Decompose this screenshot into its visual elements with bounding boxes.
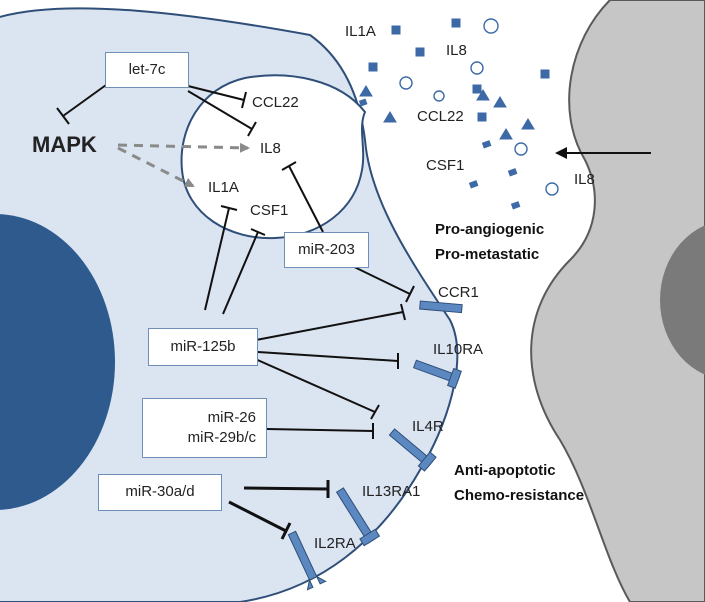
secreted-ccl22-label: CCL22 xyxy=(417,108,464,125)
mirna-box-mir-30ad: miR-30a/d xyxy=(98,474,222,511)
secreted-il8-label-top: IL8 xyxy=(446,42,467,59)
secreted-csf1-label: CSF1 xyxy=(426,157,465,174)
receptors xyxy=(287,300,463,591)
mirna-box-mir-203: miR-203 xyxy=(284,232,369,268)
receptor-il2ra xyxy=(287,530,327,591)
mirna-mir-203-label: miR-203 xyxy=(298,240,355,258)
secreted-il8-circles xyxy=(399,18,559,196)
secreted-il8-label-right: IL8 xyxy=(574,171,595,188)
receptor-il10ra-label: IL10RA xyxy=(433,341,484,358)
neighbor-nucleus xyxy=(660,225,705,375)
receptor-il2ra-label: IL2RA xyxy=(314,535,356,552)
vesicle-ccl22-label: CCL22 xyxy=(252,94,299,111)
phenotype-chemo-resistance: Chemo-resistance xyxy=(454,487,585,504)
phenotype-anti-apoptotic: Anti-apoptotic xyxy=(454,462,556,479)
mirna-mir-29bc-label: miR-29b/c xyxy=(187,429,256,446)
mapk-label: MAPK xyxy=(32,132,97,157)
mirna-mir-26-label: miR-26 xyxy=(207,408,256,426)
mirna-mir-125b-label: miR-125b xyxy=(170,337,236,355)
receptor-il10ra xyxy=(412,359,462,389)
mapk-activation-arrows xyxy=(117,142,250,188)
receptor-il13ra1 xyxy=(335,487,381,547)
mirna-box-mir-125b: miR-125b xyxy=(148,328,258,366)
receptor-ccr1-label: CCR1 xyxy=(438,284,479,301)
cell-nucleus xyxy=(0,214,115,510)
vesicle-csf1-label: CSF1 xyxy=(250,202,289,219)
phenotype-pro-metastatic: Pro-metastatic xyxy=(435,246,540,263)
mirna-box-let-7c: let-7c xyxy=(105,52,189,88)
phenotype-pro-angiogenic: Pro-angiogenic xyxy=(435,221,545,238)
secreted-cytokines xyxy=(358,18,550,210)
neighbor-cell xyxy=(530,0,705,602)
mir30-inhibition-edges xyxy=(228,480,330,540)
mirna-mir-30ad-label: miR-30a/d xyxy=(125,483,195,501)
receptor-il13ra1-label: IL13RA1 xyxy=(362,483,421,500)
receptor-ccr1 xyxy=(419,300,463,314)
vesicle-il1a-label: IL1A xyxy=(208,179,239,196)
receptor-il4r-label: IL4R xyxy=(412,418,444,435)
secretory-vesicle xyxy=(180,74,367,240)
vesicle-il8-label: IL8 xyxy=(260,140,281,157)
mirna-let-7c-label: let-7c xyxy=(128,60,166,78)
receptor-il4r xyxy=(388,428,437,472)
secreted-il1a-label: IL1A xyxy=(345,23,376,40)
mirna-box-mir-26-29: miR-26 miR-29b/c xyxy=(142,398,267,458)
